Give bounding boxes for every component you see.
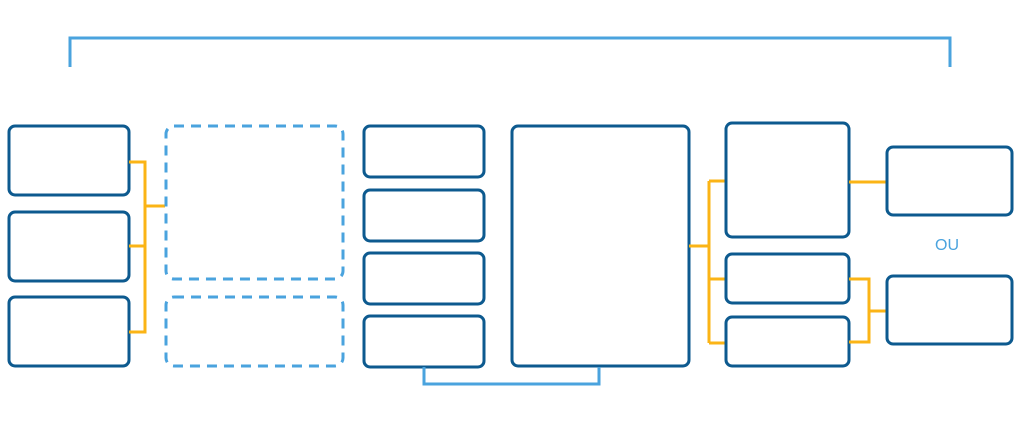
stack-box-1 xyxy=(362,124,486,179)
input-box-3 xyxy=(7,295,131,368)
branch-box-1 xyxy=(724,121,851,239)
stack-box-4 xyxy=(362,314,486,369)
output-box-1 xyxy=(885,145,1014,217)
stack-box-2 xyxy=(362,188,486,243)
stack-box-3 xyxy=(362,251,486,306)
output-box-2 xyxy=(885,274,1014,346)
bottom-bracket xyxy=(422,367,601,386)
input-connector xyxy=(129,160,165,334)
top-bracket xyxy=(68,36,952,67)
or-label: OU xyxy=(935,237,959,254)
branch-connector xyxy=(689,179,726,345)
branch-box-3 xyxy=(724,315,851,368)
branch-box-2 xyxy=(724,252,851,305)
large-box xyxy=(510,124,691,368)
input-box-1 xyxy=(7,124,131,197)
input-box-2 xyxy=(7,210,131,283)
dashed-box-2 xyxy=(164,295,345,368)
output-connector-2 xyxy=(849,277,887,344)
dashed-box-1 xyxy=(164,124,345,281)
